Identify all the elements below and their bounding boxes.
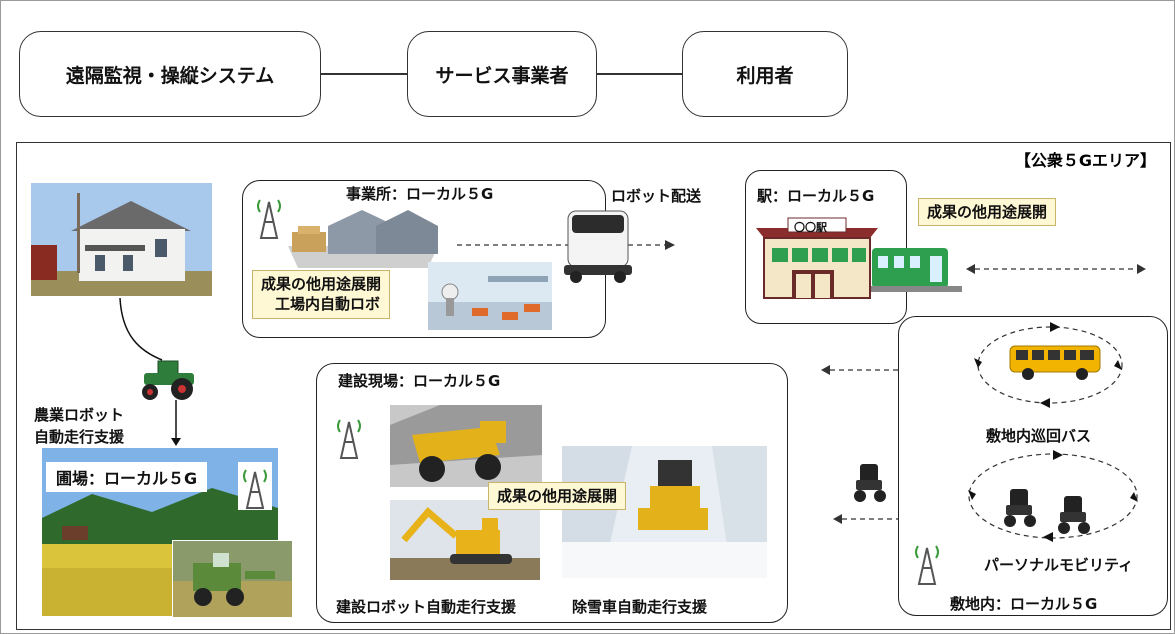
wheelchair-icon bbox=[1054, 492, 1094, 536]
public-area-label: 【公衆５Gエリア】 bbox=[1014, 151, 1156, 170]
remote-system-label: 遠隔監視・操縦システム bbox=[65, 64, 275, 87]
field-label: 圃場：ローカル５G bbox=[46, 462, 208, 492]
campus-title: 敷地内：ローカル５G bbox=[950, 595, 1098, 613]
user-box: 利用者 bbox=[682, 31, 848, 117]
snowplow-image bbox=[562, 446, 767, 578]
service-provider-box: サービス事業者 bbox=[407, 31, 597, 117]
office-title: 事業所：ローカル５G bbox=[346, 185, 494, 203]
antenna-icon bbox=[332, 412, 366, 460]
construction-note: 成果の他用途展開 bbox=[488, 482, 627, 511]
station-illustration bbox=[752, 208, 964, 308]
mobility-label: パーソナルモビリティ bbox=[984, 556, 1134, 574]
farm-robot-label-2: 自動走行支援 bbox=[34, 428, 125, 446]
antenna-icon bbox=[252, 192, 286, 240]
factory-illustration bbox=[288, 206, 438, 268]
harvester-image bbox=[172, 540, 293, 618]
farm-arrow bbox=[171, 400, 181, 446]
factory-robot-image bbox=[428, 262, 552, 330]
wheelchair-icon bbox=[1000, 485, 1040, 529]
public-5g-area: 【公衆５Gエリア】 bbox=[16, 142, 1171, 630]
user-label: 利用者 bbox=[736, 64, 794, 87]
antenna-icon bbox=[910, 538, 944, 586]
tractor-icon bbox=[136, 355, 204, 401]
mobility-loop bbox=[968, 450, 1138, 542]
delivery-arrow bbox=[457, 240, 675, 250]
station-note: 成果の他用途展開 bbox=[918, 198, 1057, 227]
station-title: 駅：ローカル５G bbox=[757, 187, 875, 205]
bus-loop bbox=[974, 322, 1123, 408]
station-arrow bbox=[966, 264, 1146, 274]
remote-system-box: 遠隔監視・操縦システム bbox=[19, 31, 321, 117]
office-note: 成果の他用途展開 工場内自動ロボ bbox=[252, 270, 391, 319]
office-note-line1: 成果の他用途展開 bbox=[261, 275, 382, 293]
field-label-text: 圃場：ローカル５G bbox=[56, 469, 198, 488]
connector-line bbox=[320, 73, 407, 75]
dump-truck-image bbox=[390, 405, 542, 487]
bus-icon bbox=[1008, 342, 1104, 382]
bus-label: 敷地内巡回バス bbox=[986, 427, 1092, 445]
farmhouse-image bbox=[31, 183, 212, 296]
excavator-image bbox=[390, 500, 540, 580]
construction-caption-left: 建設ロボット自動走行支援 bbox=[336, 598, 517, 616]
connector-line bbox=[596, 73, 682, 75]
delivery-robot-image bbox=[562, 205, 634, 285]
wheelchair-icon bbox=[850, 460, 890, 504]
construction-caption-right: 除雪車自動走行支援 bbox=[572, 598, 708, 616]
farm-connector bbox=[119, 297, 163, 361]
farm-robot-label-1: 農業ロボット bbox=[34, 406, 125, 424]
antenna-icon bbox=[238, 462, 272, 510]
robot-delivery-label: ロボット配送 bbox=[611, 187, 702, 205]
station-sign: 〇〇駅 bbox=[794, 221, 827, 234]
construction-title: 建設現場：ローカル５G bbox=[338, 372, 501, 390]
service-provider-label: サービス事業者 bbox=[435, 64, 569, 87]
office-note-line2: 工場内自動ロボ bbox=[275, 295, 381, 314]
